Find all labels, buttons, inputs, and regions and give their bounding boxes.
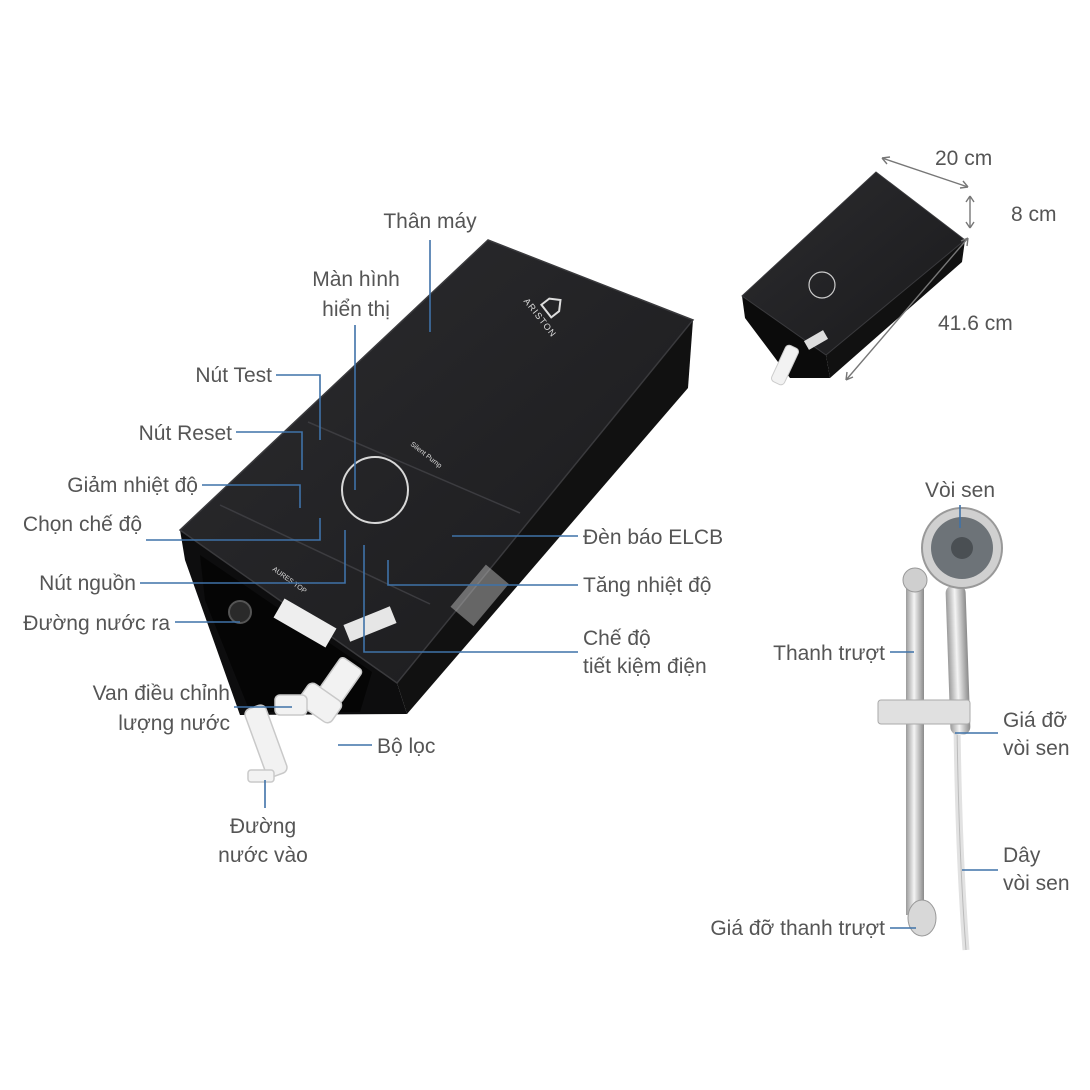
label-shower-hose-2: vòi sen — [1003, 872, 1070, 895]
label-reset-button: Nút Reset — [139, 422, 233, 445]
dimension-depth: 8 cm — [1011, 203, 1057, 226]
label-shower-hose: Dây — [1003, 844, 1041, 867]
label-power-button: Nút nguồn — [39, 572, 136, 595]
heater-top-face — [178, 239, 695, 685]
heater-bottom-opening — [200, 555, 372, 712]
label-display-2: hiển thị — [322, 298, 390, 321]
label-display: Màn hình — [312, 268, 400, 291]
label-temp-down: Giảm nhiệt độ — [67, 474, 198, 497]
inlet-valve-filter — [244, 656, 363, 783]
label-valve: Van điều chỉnh — [93, 682, 230, 705]
label-water-in: Đường — [230, 815, 296, 838]
panel-divider — [307, 421, 521, 514]
rail-top-cap — [902, 567, 928, 593]
label-valve-2: lượng nước — [118, 712, 230, 735]
label-body: Thân máy — [383, 210, 477, 233]
label-temp-up: Tăng nhiệt độ — [583, 574, 711, 597]
water-outlet-fitting — [228, 600, 252, 624]
label-rail-bracket: Giá đỡ thanh trượt — [710, 917, 885, 940]
display-ring — [341, 456, 409, 524]
rail-bottom-bracket — [907, 899, 937, 937]
label-mode-select: Chọn chế độ — [23, 513, 142, 536]
sticker — [273, 598, 337, 648]
label-elcb-light: Đèn báo ELCB — [583, 526, 723, 549]
callout-labels: Thân máy Màn hình hiển thị Nút Test Nút … — [23, 210, 723, 867]
dimension-width: 20 cm — [935, 147, 992, 170]
shower-holder — [877, 699, 971, 725]
dimension-view: 20 cm 8 cm 41.6 cm — [741, 147, 1057, 386]
label-shower-head: Vòi sen — [925, 479, 995, 502]
shower-handle — [945, 584, 971, 736]
label-slide-rail: Thanh trượt — [773, 642, 885, 665]
label-eco: Chế độ — [583, 627, 651, 650]
label-filter: Bộ lọc — [377, 735, 435, 758]
slide-rail — [906, 580, 924, 915]
shower-set: Vòi sen Thanh trượt Giá đỡ vòi sen Dây v… — [710, 479, 1070, 951]
leader-lines — [140, 240, 578, 808]
shower-hose — [953, 724, 970, 951]
dimension-height: 41.6 cm — [938, 312, 1013, 335]
label-shower-holder: Giá đỡ — [1003, 709, 1067, 732]
label-water-out: Đường nước ra — [23, 612, 170, 635]
water-heater: ARISTON Silent Pump AURES TOP — [178, 239, 695, 783]
label-eco-2: tiết kiệm điện — [583, 655, 707, 678]
label-test-button: Nút Test — [195, 364, 272, 387]
side-label — [450, 564, 509, 627]
label-shower-holder-2: vòi sen — [1003, 737, 1070, 760]
spec-label — [343, 606, 397, 642]
panel-divider — [219, 504, 431, 605]
label-water-in-2: nước vào — [218, 844, 308, 867]
